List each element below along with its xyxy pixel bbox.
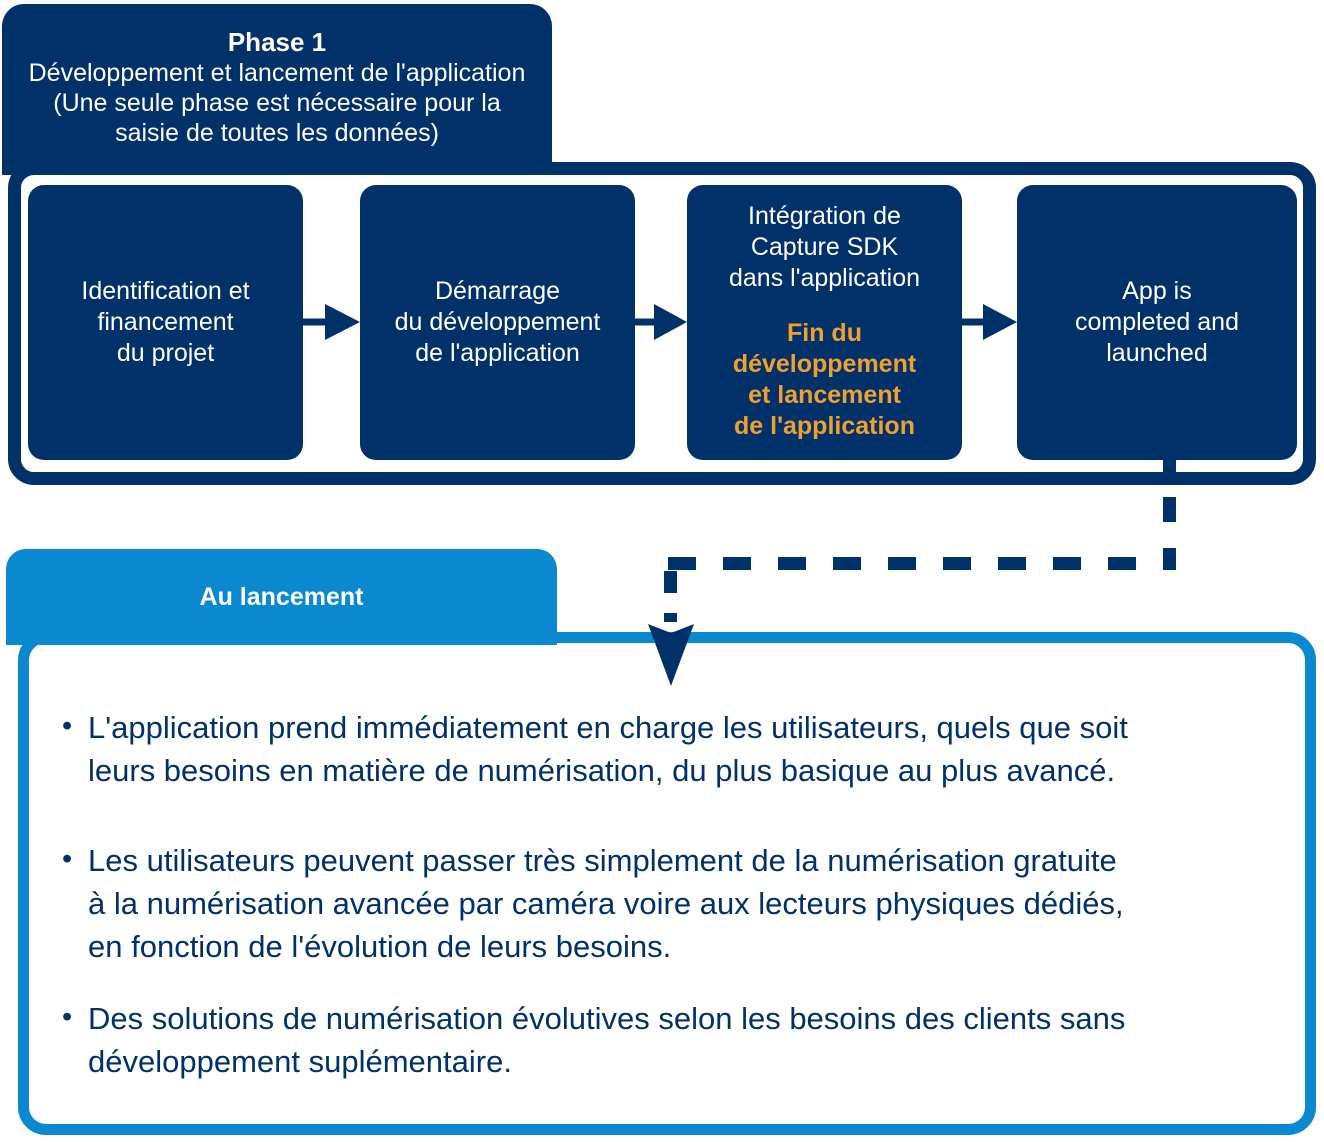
- step-label: Démarrage du développement de l'applicat…: [394, 277, 601, 367]
- dashed-connector-horizontal: [668, 557, 1176, 570]
- step-highlight-label: Fin du développement et lancement de l'a…: [732, 319, 917, 440]
- step-label: Identification et financement du projet: [81, 277, 250, 367]
- phase1-header: Phase 1 Développement et lancement de l'…: [2, 4, 552, 175]
- step-sdk-integration: Intégration de Capture SDK dans l'applic…: [687, 185, 962, 460]
- benefit-item: L'application prend immédiatement en cha…: [62, 705, 1277, 792]
- flow-arrow-icon: [303, 304, 360, 340]
- flow-arrow-icon: [962, 304, 1017, 340]
- step-app-launched: App is completed and launched: [1017, 185, 1297, 460]
- connector-stub: [1163, 458, 1176, 474]
- benefit-text: Des solutions de numérisation évolutives…: [88, 1001, 1126, 1079]
- phase1-title: Phase 1: [227, 27, 327, 57]
- step-label: App is completed and launched: [1074, 277, 1239, 367]
- down-arrow-icon: [648, 624, 694, 686]
- benefit-text: L'application prend immédiatement en cha…: [88, 710, 1128, 788]
- launch-tab: Au lancement: [6, 549, 557, 645]
- step-label: Intégration de Capture SDK dans l'applic…: [728, 202, 920, 292]
- step-development-start: Démarrage du développement de l'applicat…: [360, 185, 635, 460]
- launch-tab-label: Au lancement: [199, 582, 364, 611]
- phase1-subtitle: Développement et lancement de l'applicat…: [28, 59, 526, 147]
- benefit-item: Les utilisateurs peuvent passer très sim…: [62, 838, 1277, 968]
- benefit-item: Des solutions de numérisation évolutives…: [62, 996, 1277, 1083]
- flow-arrow-icon: [635, 304, 687, 340]
- benefits-list: L'application prend immédiatement en cha…: [62, 705, 1277, 1083]
- dashed-connector-vertical-right: [1163, 497, 1176, 570]
- dashed-connector-vertical-left: [664, 571, 677, 622]
- benefit-text: Les utilisateurs peuvent passer très sim…: [88, 843, 1124, 964]
- step-project-identification: Identification et financement du projet: [28, 185, 303, 460]
